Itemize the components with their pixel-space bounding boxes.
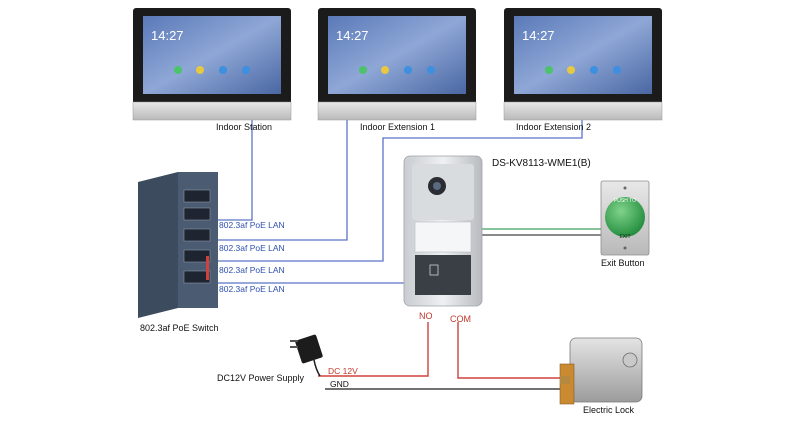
monitor-screen (514, 16, 652, 94)
indoor-extension-1-monitor: 14:27 (317, 8, 477, 121)
call-app-icon (545, 66, 553, 74)
exit-button-label: Exit Button (601, 258, 645, 268)
dc12v-wire (318, 322, 429, 377)
electric-lock (559, 337, 643, 405)
card-reader-panel (415, 255, 471, 295)
exit-button-cap (605, 197, 645, 237)
power-supply (290, 334, 323, 377)
switch-port (183, 189, 211, 203)
unlock-app-icon (427, 66, 435, 74)
poe-link-label: 802.3af PoE LAN (219, 284, 285, 294)
com-wire (457, 322, 563, 379)
switch-port (183, 207, 211, 221)
settings-app-icon (590, 66, 598, 74)
switch-label: 802.3af PoE Switch (140, 323, 219, 333)
lock-body (569, 337, 643, 403)
power-supply-label: DC12V Power Supply (217, 373, 305, 383)
indoor-extension-2-label: Indoor Extension 2 (516, 122, 591, 132)
unlock-app-icon (613, 66, 621, 74)
lan-wire-indoor-station (212, 116, 253, 221)
com-terminal-label: COM (450, 314, 471, 324)
lan-wire-extension-2 (212, 116, 583, 262)
exit-button: PUSH TO EXIT (600, 180, 650, 256)
switch-port (183, 228, 211, 242)
indoor-station-monitor: 14:27 (132, 8, 292, 121)
settings-app-icon (404, 66, 412, 74)
switch-side-face (138, 172, 178, 318)
poe-link-label: 802.3af PoE LAN (219, 243, 285, 253)
call-app-icon (174, 66, 182, 74)
poe-link-label: 802.3af PoE LAN (219, 220, 285, 230)
unlock-app-icon (242, 66, 250, 74)
poe-switch (138, 172, 218, 318)
exit-button-bottom-text: EXIT (619, 234, 630, 240)
dc12v-label: DC 12V (328, 366, 358, 376)
power-supply-body (295, 334, 323, 364)
message-app-icon (381, 66, 389, 74)
poe-link-label: 802.3af PoE LAN (219, 265, 285, 275)
settings-app-icon (219, 66, 227, 74)
monitor-screen (328, 16, 466, 94)
power-plug-prong (290, 346, 298, 348)
switch-indicator (206, 256, 209, 280)
camera-lens (433, 182, 441, 190)
power-cable (313, 359, 321, 377)
monitor-time: 14:27 (522, 28, 555, 43)
exit-button-top-text: PUSH TO (614, 198, 636, 204)
door-station (403, 155, 483, 307)
power-plug-prong (290, 340, 298, 342)
no-terminal-label: NO (419, 311, 433, 321)
keyhole-icon (622, 352, 638, 368)
monitor-base (317, 101, 477, 121)
message-app-icon (567, 66, 575, 74)
message-app-icon (196, 66, 204, 74)
call-app-icon (359, 66, 367, 74)
monitor-base (503, 101, 663, 121)
indoor-station-label: Indoor Station (216, 122, 272, 132)
electric-lock-label: Electric Lock (583, 405, 635, 415)
exit-button-wires (481, 228, 601, 236)
switch-port (183, 270, 211, 284)
screw-icon (623, 246, 627, 250)
screw-icon (623, 186, 627, 190)
door-station-label: DS-KV8113-WME1(B) (492, 158, 591, 169)
monitor-base (132, 101, 292, 121)
name-plate (414, 221, 472, 253)
lock-bolt (560, 376, 570, 384)
monitor-time: 14:27 (336, 28, 369, 43)
indoor-extension-1-label: Indoor Extension 1 (360, 122, 435, 132)
power-wires (318, 322, 563, 390)
monitor-time: 14:27 (151, 28, 184, 43)
monitor-screen (143, 16, 281, 94)
switch-ports (183, 189, 211, 284)
indoor-extension-2-monitor: 14:27 (503, 8, 663, 121)
lan-wire-extension-1 (212, 116, 348, 241)
lan-wires (212, 116, 583, 284)
card-reader-icon (429, 264, 439, 276)
switch-port (183, 249, 211, 263)
gnd-label: GND (330, 379, 349, 389)
